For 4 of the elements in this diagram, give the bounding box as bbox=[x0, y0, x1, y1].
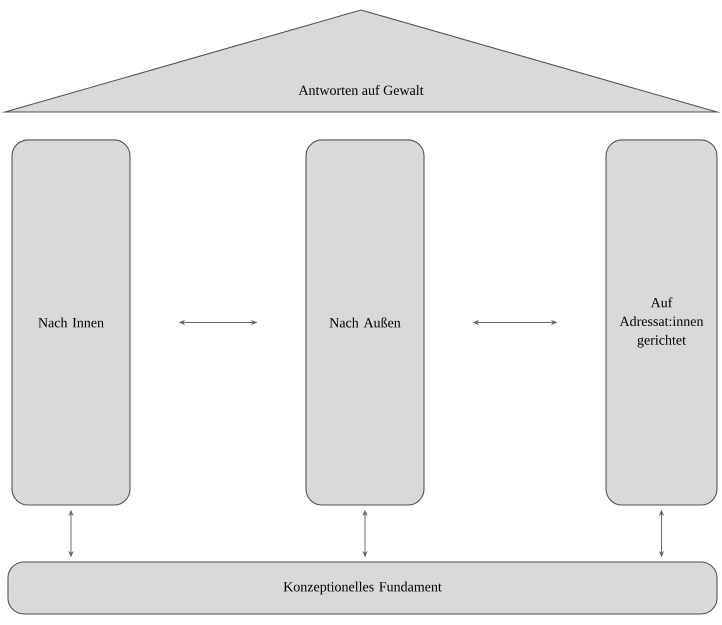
foundation-box: Konzeptionelles Fundament bbox=[7, 561, 718, 615]
pillar-box: Nach Außen bbox=[305, 139, 425, 506]
pillar-box: Auf Adressat:innen gerichtet bbox=[606, 139, 718, 506]
pillar-box: Nach Innen bbox=[11, 139, 131, 506]
